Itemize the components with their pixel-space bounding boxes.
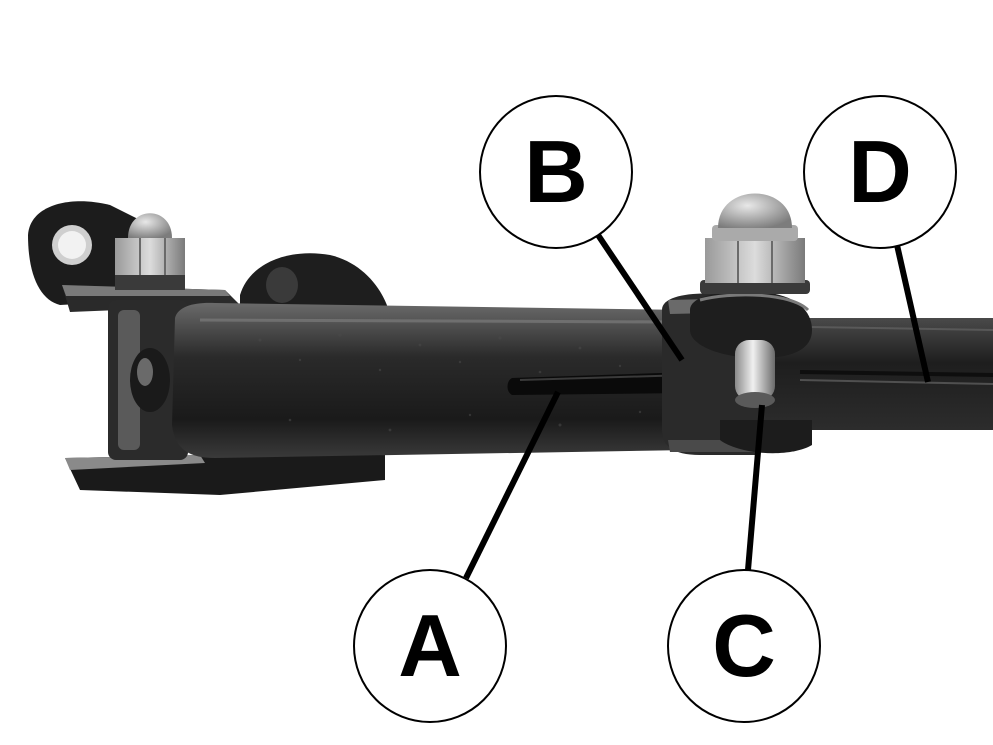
leader-line-b bbox=[595, 233, 685, 362]
leader-line-c bbox=[745, 404, 765, 571]
leader-line-d bbox=[894, 244, 931, 383]
suspension-arm bbox=[28, 193, 993, 495]
callout-a: A bbox=[353, 569, 507, 723]
leader-line-a bbox=[463, 390, 561, 580]
callout-d: D bbox=[803, 95, 957, 249]
callout-c: C bbox=[667, 569, 821, 723]
right-nut bbox=[700, 193, 810, 294]
clamp-bolt bbox=[735, 340, 775, 408]
callout-label-b: B bbox=[524, 122, 588, 221]
callout-label-d: D bbox=[848, 122, 912, 221]
leader-lines bbox=[463, 233, 931, 580]
left-nut bbox=[115, 213, 185, 290]
callout-label-a: A bbox=[398, 596, 462, 695]
callout-b: B bbox=[479, 95, 633, 249]
callout-label-c: C bbox=[712, 596, 776, 695]
clamp-collar bbox=[662, 291, 812, 455]
outer-tube bbox=[172, 302, 690, 458]
pivot-sleeve bbox=[108, 300, 188, 460]
